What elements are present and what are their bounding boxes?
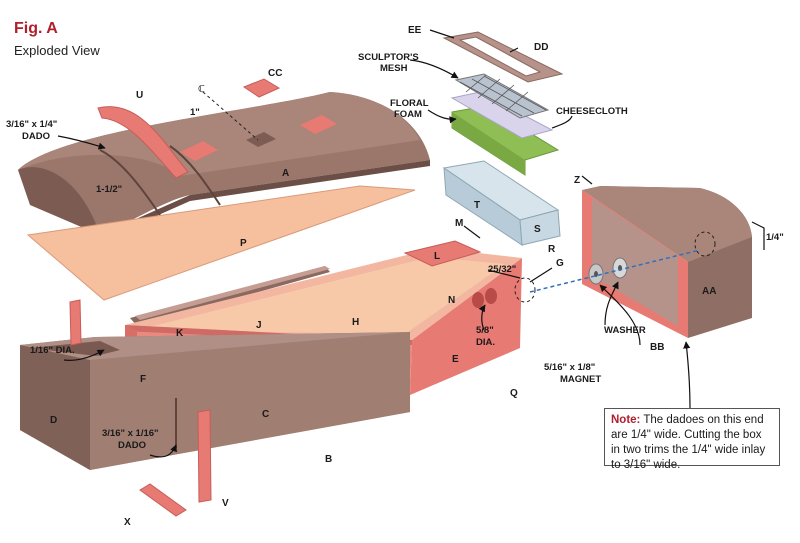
label-t: T <box>474 200 480 211</box>
label-m: M <box>455 218 463 229</box>
end-box <box>582 186 752 338</box>
sculptors-mesh <box>454 73 550 119</box>
label-x: X <box>124 517 131 528</box>
outer-box <box>20 332 410 470</box>
label-bb: BB <box>650 342 664 353</box>
lid-foot-2 <box>300 115 337 134</box>
washer-label: WASHER <box>604 325 646 336</box>
floral-foam-line2: FOAM <box>394 109 422 120</box>
liner-t <box>442 160 561 246</box>
label-dd: DD <box>534 42 548 53</box>
lid-recess <box>246 132 276 147</box>
label-a: A <box>282 168 289 179</box>
note-box: Note: The dadoes on this end are 1/4" wi… <box>604 408 780 471</box>
label-u: U <box>136 90 143 101</box>
label-b: B <box>325 454 332 465</box>
label-h: H <box>352 317 359 328</box>
callout-labels: 3/16" x 1/4" DADO 1" ℂ 1-1/2" 1/16" DIA.… <box>6 52 784 451</box>
note-heading: Note: <box>611 414 641 426</box>
dim-one-inch: 1" <box>190 107 200 118</box>
cheesecloth-label: CHEESECLOTH <box>556 106 628 117</box>
trim-v <box>197 409 212 503</box>
dim-one-and-half: 1-1/2" <box>96 184 122 195</box>
figure-subtitle: Exploded View <box>14 43 100 58</box>
label-n: N <box>448 295 455 306</box>
dado-box-line1: 3/16" x 1/16" <box>102 428 159 439</box>
label-z: Z <box>574 175 580 186</box>
sculptors-mesh-line1: SCULPTOR'S <box>358 52 419 63</box>
loose-foot-cc <box>242 78 281 98</box>
dado-box-line2: DADO <box>118 440 146 451</box>
trim-left <box>69 299 82 346</box>
cheesecloth <box>450 91 554 139</box>
dim-five-eighths: 5/8" <box>476 325 494 336</box>
magnet-hole-2 <box>485 288 497 304</box>
magnet-hole-1 <box>472 292 484 308</box>
label-k: K <box>176 328 184 339</box>
dim-sixteenth-dia: 1/16" DIA. <box>30 345 75 356</box>
label-q: Q <box>510 388 518 399</box>
label-e: E <box>452 354 459 365</box>
label-f: F <box>140 374 146 385</box>
dim-angle: 25/32" <box>488 264 516 275</box>
label-aa: AA <box>702 286 716 297</box>
label-s: S <box>534 224 541 235</box>
label-l: L <box>434 251 440 262</box>
label-v: V <box>222 498 229 509</box>
lid-foot-1 <box>180 141 218 161</box>
part-labels: A B C D E F G H J K L M N P Q R S T U V … <box>50 25 716 528</box>
block-l <box>403 240 482 267</box>
trim-back <box>135 266 330 320</box>
floral-foam-line1: FLORAL <box>390 98 429 109</box>
magnet-line1: 5/16" x 1/8" <box>544 362 595 373</box>
handle-u <box>97 106 189 179</box>
label-c: C <box>262 409 269 420</box>
trim-x <box>139 483 187 517</box>
label-d: D <box>50 415 57 426</box>
dado-lid-line2: DADO <box>22 131 50 142</box>
label-r: R <box>548 244 556 255</box>
magnet-line2: MAGNET <box>560 374 601 385</box>
dado-lid-line1: 3/16" x 1/4" <box>6 119 57 130</box>
sculptors-mesh-line2: MESH <box>380 63 408 74</box>
dim-quarter-inch: 1/4" <box>766 232 784 243</box>
label-cc: CC <box>268 68 282 79</box>
centerline-mark: ℂ <box>198 84 205 95</box>
figure-title: Fig. A <box>14 20 58 37</box>
dim-five-eighths-dia: DIA. <box>476 337 495 348</box>
label-g: G <box>556 258 564 269</box>
label-p: P <box>240 238 247 249</box>
label-ee: EE <box>408 25 422 36</box>
label-j: J <box>256 320 262 331</box>
note-body: The dadoes on this end are 1/4" wide. Cu… <box>611 414 766 471</box>
frame-ee <box>442 31 564 83</box>
panel-p <box>26 185 416 301</box>
